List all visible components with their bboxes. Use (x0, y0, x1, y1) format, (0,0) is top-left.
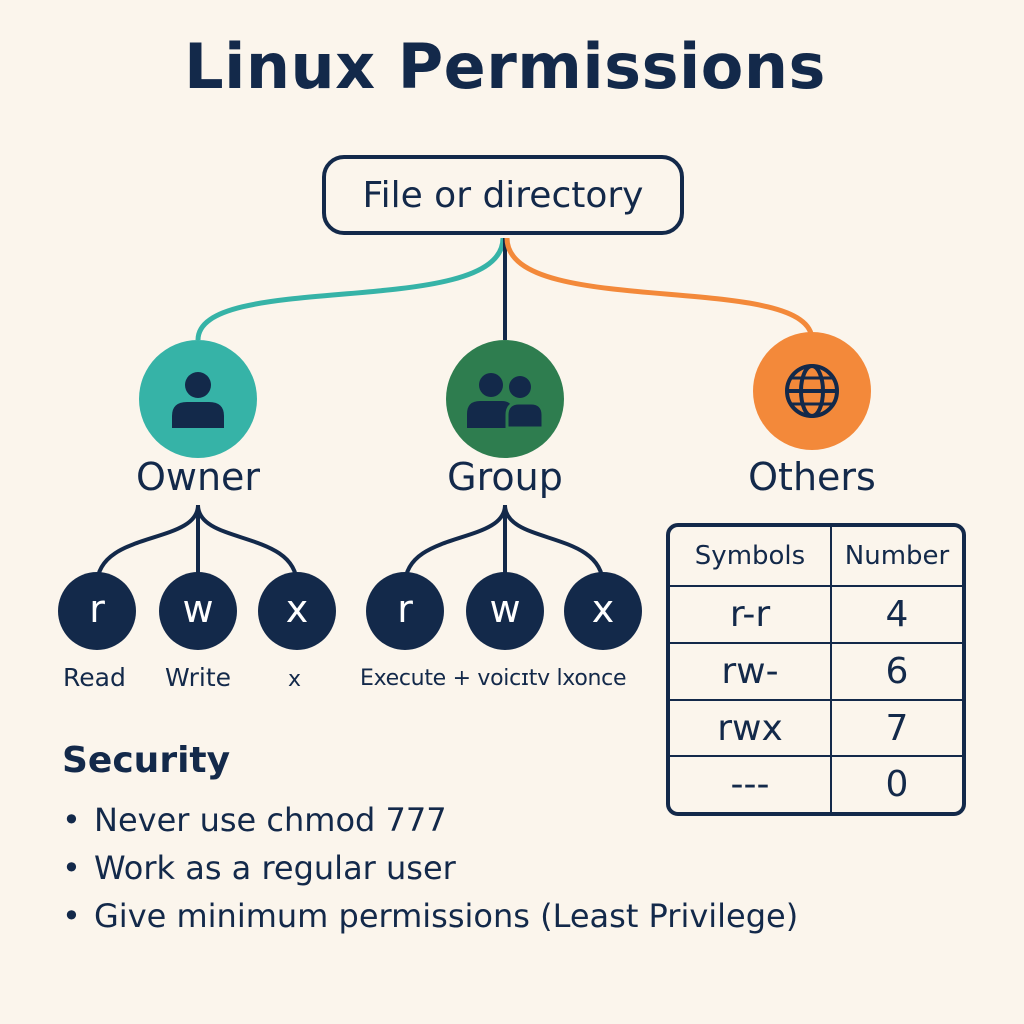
group-perm-w: w (466, 572, 544, 650)
user-icon (172, 372, 224, 428)
list-item-text: Never use chmod 777 (94, 801, 447, 839)
root-node-file-or-directory: File or directory (322, 155, 684, 235)
connector-owner-x (196, 504, 299, 586)
table-cell-number: 7 (830, 698, 962, 758)
owner-perm-label-read: Read (63, 663, 126, 692)
connector-owner (195, 237, 506, 341)
others-circle (753, 332, 871, 450)
connector-group-r (403, 504, 507, 586)
owner-perm-r: r (58, 572, 136, 650)
list-item: • Give minimum permissions (Least Privile… (62, 892, 798, 940)
owner-circle (139, 340, 257, 458)
security-list: • Never use chmod 777 • Work as a regular … (62, 796, 798, 940)
category-label-group: Group (447, 455, 563, 499)
connector-group-x (503, 504, 605, 586)
table-cell-number: 4 (830, 585, 962, 644)
table-cell-symbols: r-r (670, 585, 832, 644)
owner-perm-label-x: x (288, 667, 302, 692)
owner-perm-x: x (258, 572, 336, 650)
table-header-symbols: Symbols (670, 527, 832, 587)
list-item-text: Give minimum permissions (Least Privileg… (94, 897, 799, 935)
group-perm-x: x (564, 572, 642, 650)
list-item: • Work as a regular user (62, 844, 798, 892)
owner-perm-label-write: Write (165, 663, 232, 692)
users-icon (467, 373, 545, 430)
category-label-owner: Owner (135, 455, 261, 499)
table-row: rw- 6 (670, 641, 962, 701)
group-perm-label: Execute + voicɪtᴠ lxonce (360, 666, 627, 691)
table-cell-number: 0 (830, 755, 962, 812)
group-circle (446, 340, 564, 458)
connector-owner-r (95, 504, 200, 586)
bullet: • (62, 849, 81, 887)
table-cell-symbols: --- (670, 755, 832, 812)
table-row: r-r 4 (670, 585, 962, 644)
globe-icon (785, 364, 839, 418)
bullet: • (62, 801, 81, 839)
list-item: • Never use chmod 777 (62, 796, 798, 844)
owner-perm-w: w (159, 572, 237, 650)
security-title: Security (62, 740, 231, 781)
table-cell-number: 6 (830, 641, 962, 701)
table-cell-symbols: rwx (670, 698, 832, 758)
table-header-row: Symbols Number (670, 527, 962, 587)
list-item-text: Work as a regular user (94, 849, 456, 887)
table-header-number: Number (830, 527, 962, 587)
group-perm-r: r (366, 572, 444, 650)
category-label-others: Others (748, 455, 876, 499)
page-title: Linux Permissions (184, 30, 826, 103)
bullet: • (62, 897, 81, 935)
permissions-table: Symbols Number r-r 4 rw- 6 rwx 7 --- 0 (666, 523, 966, 816)
table-cell-symbols: rw- (670, 641, 832, 701)
table-row: rwx 7 (670, 698, 962, 758)
connector-others (504, 237, 815, 341)
table-row: --- 0 (670, 755, 962, 812)
